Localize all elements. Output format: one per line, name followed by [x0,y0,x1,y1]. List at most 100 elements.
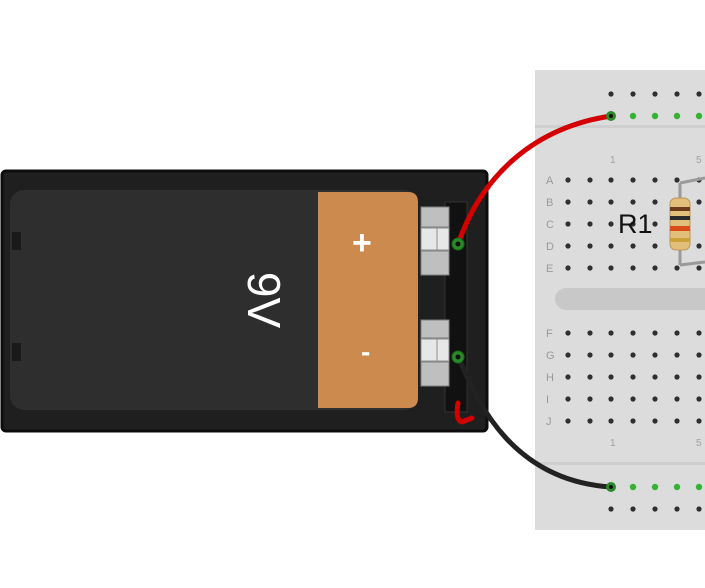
breadboard-hole[interactable] [565,418,571,424]
breadboard-hole[interactable] [674,91,680,97]
wires [451,111,616,492]
breadboard-hole[interactable] [630,91,636,97]
breadboard-hole[interactable] [674,265,680,271]
breadboard-hole[interactable] [652,177,658,183]
breadboard-hole[interactable] [674,352,680,358]
breadboard-hole[interactable] [565,352,571,358]
breadboard-hole[interactable] [587,330,593,336]
breadboard-hole[interactable] [587,199,593,205]
breadboard-hole[interactable] [652,330,658,336]
battery-notch-bottom [12,343,21,361]
breadboard-hole[interactable] [587,265,593,271]
breadboard-hole[interactable] [652,243,658,249]
row-label-i: I [546,394,549,406]
breadboard-hole[interactable] [587,177,593,183]
breadboard-hole[interactable] [608,91,614,97]
row-label-c: C [546,219,554,231]
breadboard-hole-connected[interactable] [673,483,681,491]
positive-terminal[interactable] [420,206,450,276]
breadboard-hole[interactable] [565,374,571,380]
breadboard-hole[interactable] [652,418,658,424]
breadboard-hole[interactable] [674,177,680,183]
breadboard-hole[interactable] [652,91,658,97]
breadboard-hole[interactable] [608,374,614,380]
breadboard-hole[interactable] [565,396,571,402]
breadboard-hole[interactable] [587,374,593,380]
breadboard-hole[interactable] [696,396,702,402]
breadboard-hole[interactable] [696,374,702,380]
breadboard-hole[interactable] [630,221,636,227]
breadboard-hole[interactable] [587,352,593,358]
breadboard-hole[interactable] [674,418,680,424]
breadboard-hole[interactable] [696,199,702,205]
breadboard-hole[interactable] [652,352,658,358]
breadboard-hole[interactable] [565,199,571,205]
breadboard-hole[interactable] [630,396,636,402]
voltage-label: 9V [238,272,290,329]
breadboard-hole[interactable] [652,374,658,380]
breadboard-hole[interactable] [608,177,614,183]
breadboard-hole[interactable] [608,418,614,424]
breadboard-hole[interactable] [608,330,614,336]
breadboard-hole[interactable] [652,396,658,402]
breadboard-hole[interactable] [630,418,636,424]
breadboard-hole[interactable] [608,265,614,271]
breadboard-hole-connected[interactable] [629,112,637,120]
breadboard-hole[interactable] [696,330,702,336]
breadboard-hole[interactable] [565,330,571,336]
resistor-leg-top [679,176,705,185]
breadboard-hole[interactable] [565,265,571,271]
breadboard-hole[interactable] [565,177,571,183]
breadboard-hole[interactable] [674,396,680,402]
breadboard-hole[interactable] [652,221,658,227]
breadboard-hole-connected[interactable] [673,112,681,120]
col-label-5-bottom: 5 [696,438,702,449]
breadboard-hole[interactable] [652,199,658,205]
col-label-1-bottom: 1 [610,438,616,449]
breadboard-hole[interactable] [608,352,614,358]
breadboard-hole[interactable] [565,221,571,227]
red-wire[interactable] [455,113,614,247]
breadboard-hole[interactable] [608,506,614,512]
breadboard-hole[interactable] [630,243,636,249]
breadboard-hole[interactable] [674,374,680,380]
breadboard-hole[interactable] [696,91,702,97]
resistor-r1[interactable]: R1 [618,176,705,267]
breadboard-hole[interactable] [630,506,636,512]
breadboard-hole-connected[interactable] [651,483,659,491]
breadboard-hole[interactable] [696,506,702,512]
battery-notch-top [12,232,21,250]
breadboard-hole[interactable] [630,352,636,358]
breadboard-hole[interactable] [608,396,614,402]
breadboard-hole-connected[interactable] [651,112,659,120]
breadboard-hole-connected[interactable] [695,112,703,120]
breadboard-hole[interactable] [630,177,636,183]
breadboard-hole[interactable] [696,265,702,271]
negative-terminal[interactable] [420,319,450,387]
breadboard-hole[interactable] [630,330,636,336]
breadboard-hole[interactable] [696,352,702,358]
breadboard-hole[interactable] [696,418,702,424]
row-label-h: H [546,372,554,384]
battery-pack[interactable]: + - 9V [0,169,489,433]
breadboard-hole[interactable] [587,221,593,227]
breadboard-hole[interactable] [696,243,702,249]
breadboard-hole[interactable] [608,221,614,227]
breadboard-hole[interactable] [630,265,636,271]
breadboard-hole[interactable] [608,243,614,249]
breadboard-hole[interactable] [587,396,593,402]
black-wire[interactable] [455,354,614,490]
breadboard-hole-connected[interactable] [695,483,703,491]
breadboard-hole[interactable] [630,374,636,380]
breadboard-hole[interactable] [652,265,658,271]
breadboard-hole[interactable] [587,418,593,424]
breadboard-hole[interactable] [652,506,658,512]
breadboard-hole[interactable] [674,506,680,512]
breadboard-hole[interactable] [608,199,614,205]
breadboard-hole-connected[interactable] [629,483,637,491]
breadboard-hole[interactable] [674,330,680,336]
breadboard-hole[interactable] [630,199,636,205]
breadboard-hole[interactable] [587,243,593,249]
breadboard-hole[interactable] [565,243,571,249]
